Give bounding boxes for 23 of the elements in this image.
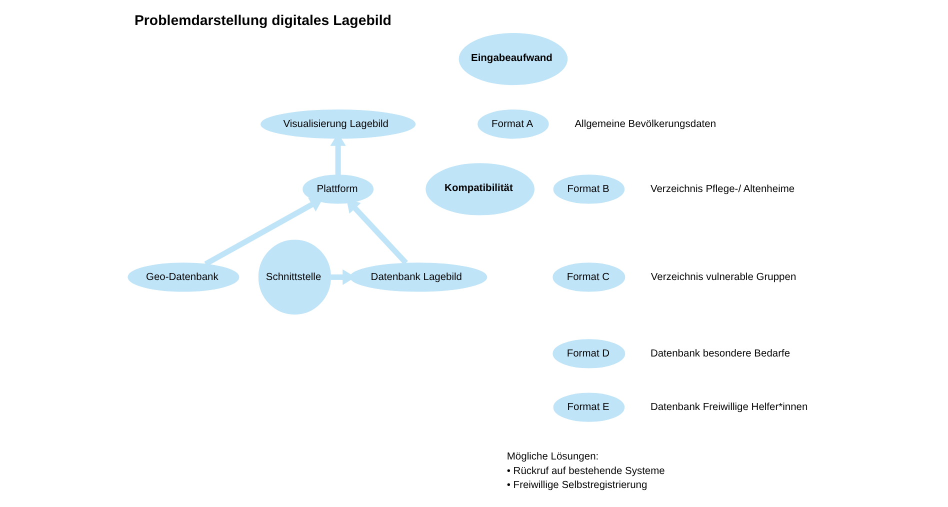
arrow xyxy=(346,198,408,265)
label: Mögliche Lösungen: xyxy=(506,452,598,463)
node-label: Verzeichnis Pflege-/ Altenheime xyxy=(650,184,794,195)
label: • Freiwillige Selbstregistrierung xyxy=(506,480,647,492)
node-ellipse: Kompatibilität xyxy=(425,163,534,216)
node-ellipse: Format A xyxy=(477,110,548,139)
node-label: Datenbank besondere Bedarfe xyxy=(650,348,790,360)
node-label: Allgemeine Bevölkerungsdaten xyxy=(574,118,716,130)
node-ellipse: Visualisierung Lagebild xyxy=(260,110,416,139)
node-label: Datenbank Freiwillige Helfer*innen xyxy=(650,402,808,414)
node-ellipse: Format D xyxy=(552,339,625,368)
diagram-title: Problemdarstellung digitales Lagebild xyxy=(134,13,391,30)
node-circle: Schnittstelle xyxy=(258,240,330,315)
node-ellipse: Plattform xyxy=(302,174,374,204)
arrow xyxy=(204,198,323,266)
node-ellipse: Eingabeaufwand xyxy=(458,33,568,86)
node-ellipse: Geo-Datenbank xyxy=(127,262,239,292)
node-ellipse: Datenbank Lagebild xyxy=(349,262,487,292)
node-ellipse: Format E xyxy=(552,392,624,422)
node-ellipse: Format C xyxy=(552,262,625,292)
node-ellipse: Format B xyxy=(552,174,624,204)
node-label: Verzeichnis vulnerable Gruppen xyxy=(650,272,796,283)
label: • Rückruf auf bestehende Systeme xyxy=(506,466,664,477)
